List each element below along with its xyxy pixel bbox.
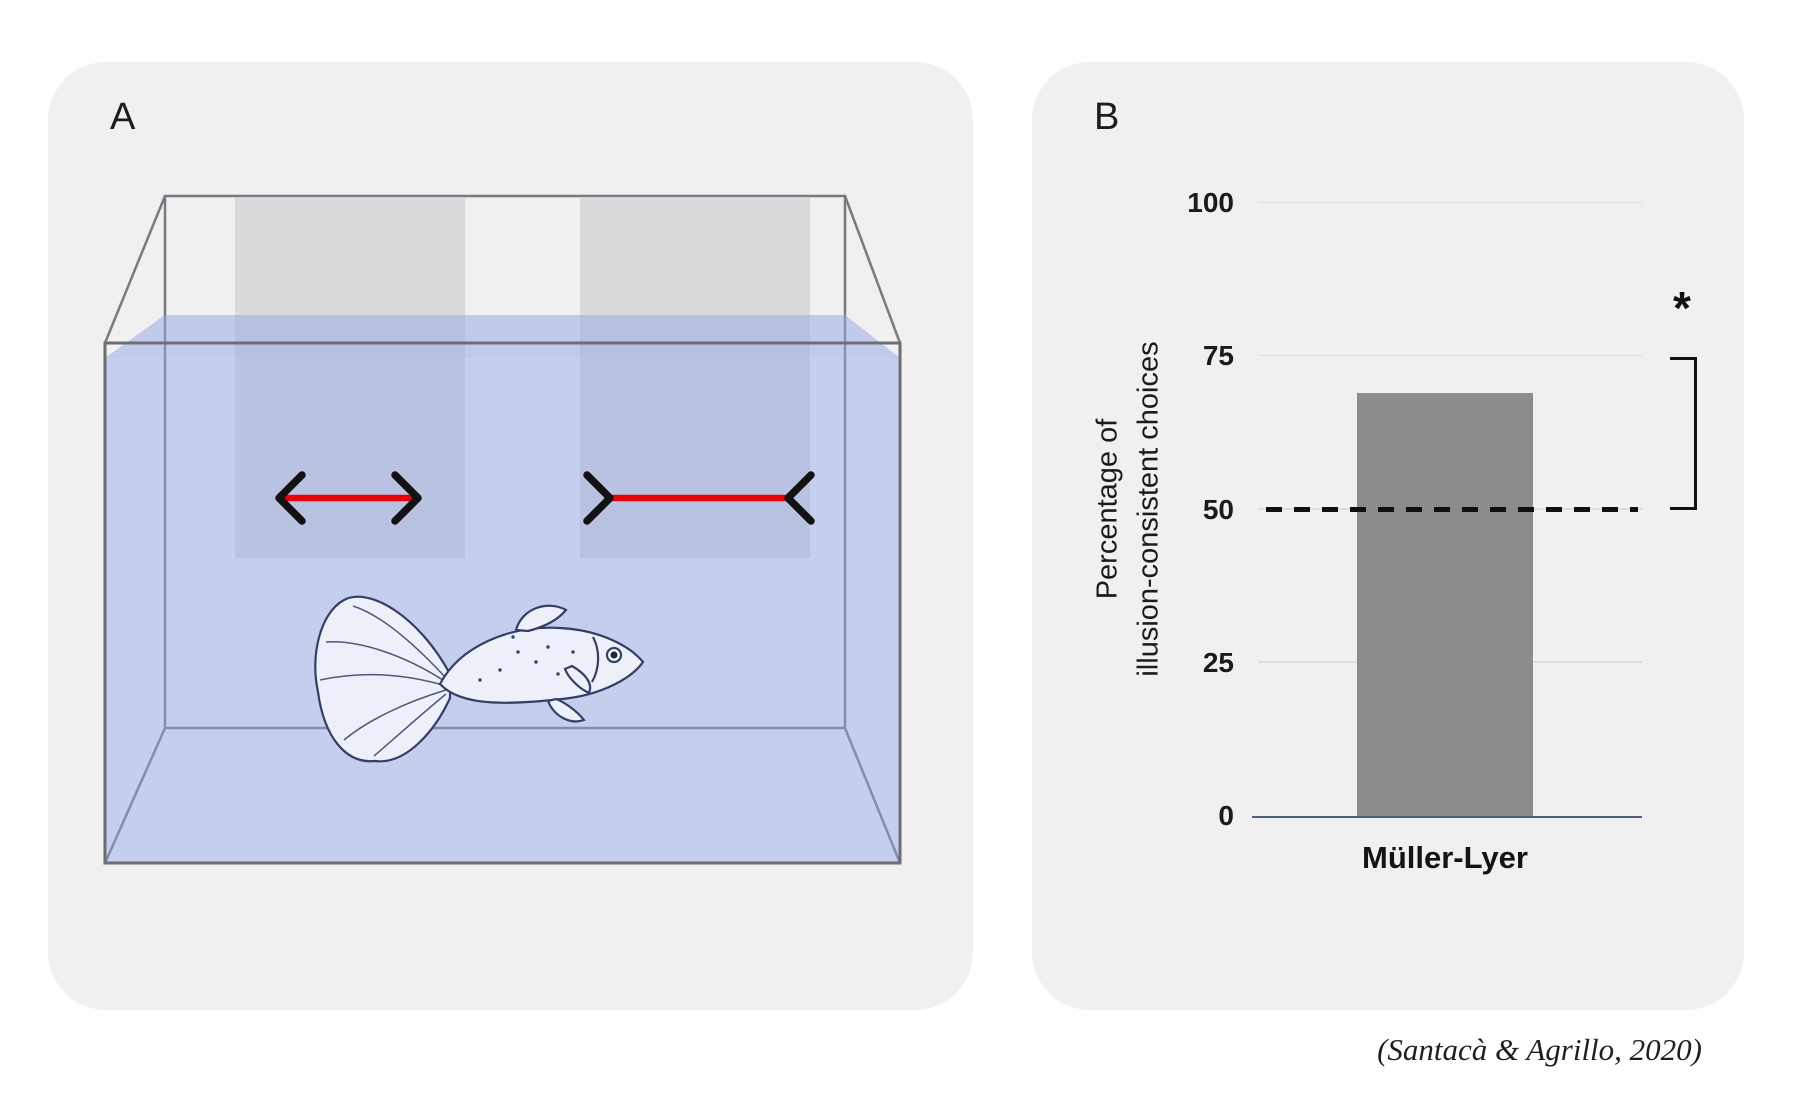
citation: (Santacà & Agrillo, 2020) — [1377, 1032, 1702, 1067]
water-surface — [105, 315, 900, 358]
fish-pupil — [610, 651, 618, 659]
bar-muller-lyer — [1357, 393, 1533, 816]
fish-dorsal-fin — [514, 604, 568, 633]
fish-body — [438, 626, 645, 704]
plot-area: * Müller-Lyer 0 25 50 75 100 — [1187, 187, 1697, 875]
y-tick-label: 75 — [1202, 340, 1234, 372]
y-axis-title: Percentage of illusion-consistent choice… — [1087, 341, 1168, 676]
y-tick-label: 25 — [1202, 646, 1234, 678]
fish-pectoral-fin — [563, 664, 592, 695]
y-tick-label: 0 — [1218, 800, 1234, 831]
y-axis-title-line1: Percentage of — [1091, 418, 1124, 600]
tank-wireframe-back — [103, 194, 902, 864]
panel-b-label: B — [1094, 96, 1120, 138]
panel-a-label: A — [110, 96, 136, 138]
water-body — [105, 358, 900, 863]
y-axis-title-line2: illusion-consistent choices — [1132, 341, 1164, 677]
arrowhead-left-icon — [275, 471, 306, 525]
significance-bracket — [1670, 357, 1697, 510]
y-tick-label: 50 — [1202, 493, 1234, 525]
aquarium-illustration — [103, 194, 902, 865]
arrowhead-right-icon — [784, 471, 815, 525]
water — [105, 315, 900, 863]
significance-star: * — [1673, 282, 1691, 335]
chance-level-line — [1266, 506, 1638, 512]
muller-lyer-inward-stimulus — [583, 471, 815, 525]
y-tick-label: 100 — [1187, 187, 1234, 218]
fish-gill-line — [591, 636, 600, 683]
gridline — [1258, 201, 1642, 203]
arrowhead-right-icon — [391, 471, 422, 525]
gridline — [1258, 354, 1642, 357]
fish-anal-fin — [546, 697, 586, 723]
bar-chart: Percentage of illusion-consistent choice… — [1032, 62, 1744, 1010]
panel-a: A — [48, 62, 973, 1010]
panel-b: B Percentage of illusion-consistent choi… — [1032, 62, 1744, 1010]
fish-tail-rays — [319, 605, 447, 757]
tank-front-face — [103, 341, 902, 865]
arrowhead-left-icon — [583, 471, 614, 525]
guppy-fish-illustration — [314, 595, 645, 763]
fish-speckles — [478, 635, 575, 682]
muller-lyer-outward-stimulus — [275, 471, 422, 525]
x-tick-label: Müller-Lyer — [1362, 840, 1528, 875]
